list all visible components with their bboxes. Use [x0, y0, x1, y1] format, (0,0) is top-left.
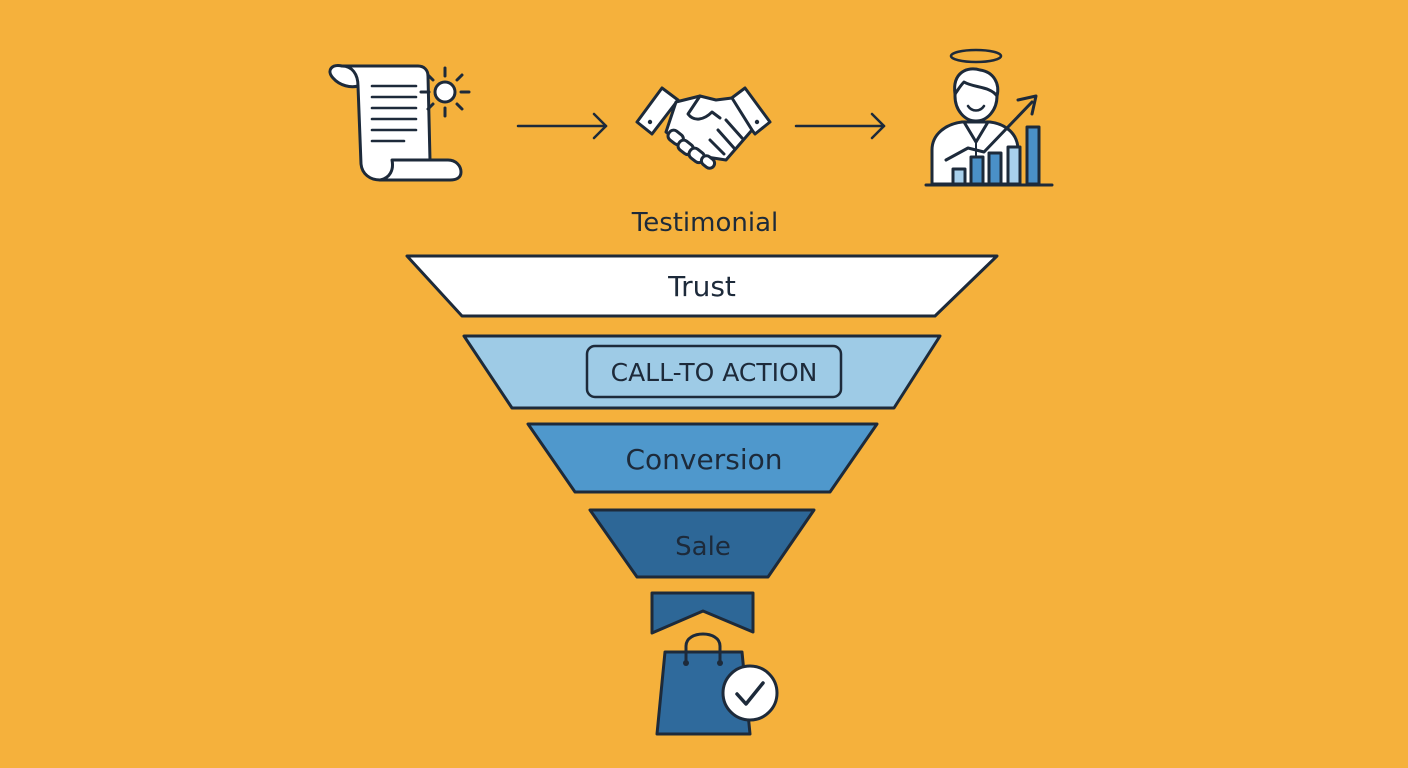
shopping-bag-icon — [655, 632, 752, 736]
funnel-tier-sale-label: Sale — [675, 532, 731, 562]
funnel-tier-call-to-action-label: CALL-TO ACTION — [611, 358, 818, 387]
funnel-tier-sale — [588, 508, 816, 579]
funnel-tier-trust-label: Trust — [667, 270, 736, 303]
check-circle-icon — [721, 664, 779, 722]
handshake-icon — [635, 86, 772, 170]
happy-customer-growth-icon — [924, 48, 1054, 187]
funnel-neck — [650, 591, 755, 635]
funnel-tier-call-to-action — [462, 334, 942, 410]
testimonial-scroll-icon — [328, 64, 463, 182]
flow-arrow-1 — [516, 112, 608, 140]
funnel-tier-trust — [405, 254, 999, 318]
sun-icon — [419, 66, 471, 118]
funnel — [405, 254, 999, 579]
flow-arrow-2 — [794, 112, 886, 140]
call-to-action-box — [585, 344, 843, 399]
testimonial-label: Testimonial — [631, 208, 779, 238]
funnel-tier-conversion-label: Conversion — [626, 443, 783, 476]
funnel-tier-conversion — [526, 422, 879, 494]
